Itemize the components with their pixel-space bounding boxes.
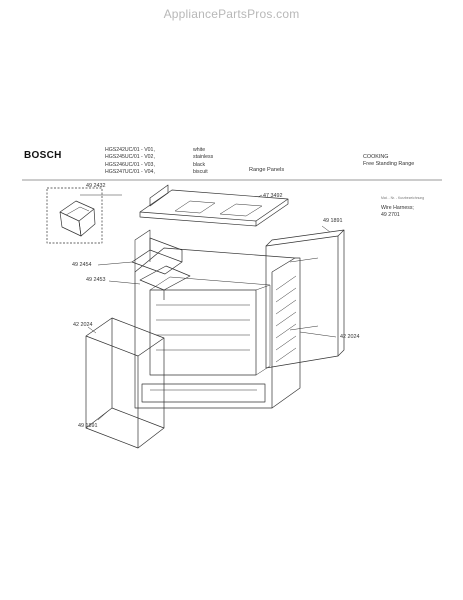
wire-harness-note: Wire Harness; 49 2701 — [381, 205, 414, 219]
color-item: stainless — [193, 154, 214, 161]
diagram-subtitle: Range Panels — [249, 167, 285, 173]
model-item: HGS242UC/01 - V01, — [105, 147, 155, 153]
inset-part-icon — [59, 200, 96, 237]
model-list: HGS242UC/01 - V01, HGS245UC/01 - V02, HG… — [105, 147, 155, 176]
callout-label: 49 2454 — [72, 262, 92, 268]
callout-label: 49 2453 — [86, 277, 106, 283]
category-line: COOKING — [363, 154, 389, 160]
left-side-panel — [85, 317, 165, 449]
brand-logo: BOSCH — [24, 150, 62, 161]
model-item: HGS246UC/01 - V03, — [105, 161, 155, 168]
callout-label: 47 3492 — [263, 193, 283, 199]
callout-label: 49 1891 — [78, 423, 98, 429]
right-side-panel — [265, 229, 345, 369]
callout-label: 42 2024 — [73, 322, 93, 328]
inset-box — [46, 187, 103, 244]
top-panel — [139, 189, 289, 227]
category-line: Free Standing Range — [363, 161, 415, 167]
category: COOKING Free Standing Range — [363, 154, 414, 168]
color-item: biscuit — [193, 168, 208, 175]
watermark: AppliancePartsPros.com — [163, 7, 300, 21]
range-body — [134, 229, 301, 409]
side-bracket — [139, 265, 191, 300]
color-item: white — [193, 147, 206, 153]
leader-lines — [80, 194, 337, 421]
callout-label: 49 2432 — [86, 183, 106, 189]
wire-harness-label: Wire Harness; — [381, 205, 414, 211]
model-item: HGS247UC/01 - V04, — [105, 168, 155, 175]
color-item: black — [193, 161, 206, 168]
wire-harness-part: 49 2701 — [381, 212, 400, 218]
inner-bracket — [131, 237, 183, 275]
callout-label: 49 1891 — [323, 218, 343, 224]
color-list: white stainless black biscuit — [193, 147, 213, 176]
part-number-header: Mat. - Nr. - Kurzbezeichnung — [381, 196, 425, 200]
model-item: HGS245UC/01 - V02, — [105, 154, 155, 161]
backguard-panel — [149, 184, 169, 207]
callout-label: 42 2024 — [340, 334, 360, 340]
